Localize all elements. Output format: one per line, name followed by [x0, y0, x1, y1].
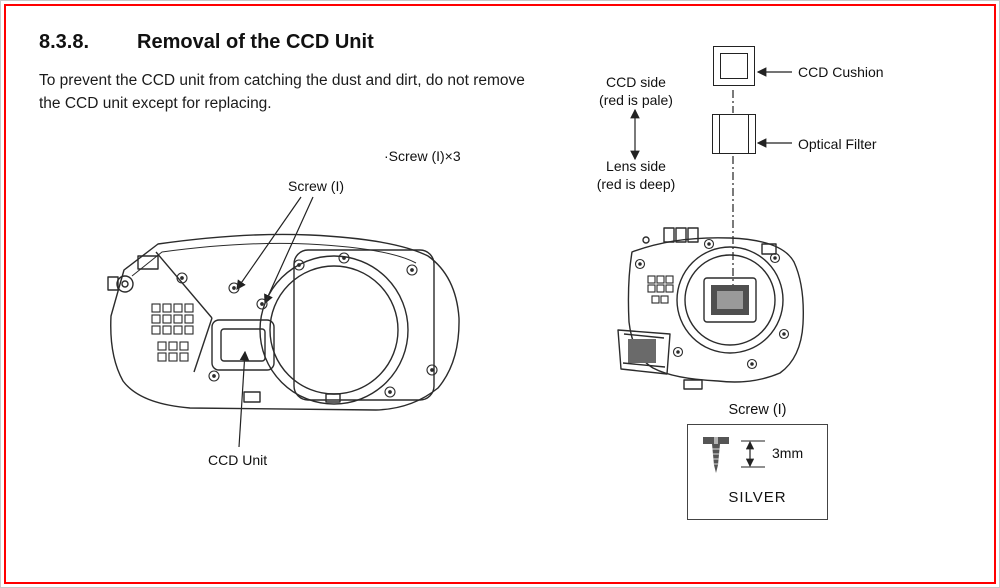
ccd-assembly-figure: [617, 227, 804, 390]
intro-text: To prevent the CCD unit from catching th…: [39, 72, 525, 113]
screw-detail-title: Screw (I): [728, 402, 787, 418]
screw-label: Screw (I): [288, 178, 344, 194]
lens-side-line2: (red is deep): [596, 175, 676, 192]
section-heading: 8.3.8. Removal of the CCD Unit: [39, 31, 374, 54]
optical-filter-drawing: [712, 114, 756, 154]
lens-barrel: [617, 329, 671, 375]
ccd-side-line1: CCD side: [606, 74, 666, 90]
ccd-aperture-frame: [703, 277, 757, 323]
ccd-unit-label: CCD Unit: [208, 452, 268, 468]
screw-dimension-label: 3mm: [772, 445, 804, 461]
screw-count-note: ·Screw (I)×3: [384, 148, 461, 164]
ccd-side-label: CCD side (red is pale): [581, 74, 691, 110]
ccd-cushion-drawing: [713, 46, 755, 86]
section-title: Removal of the CCD Unit: [137, 31, 374, 53]
screw-icon: [703, 437, 729, 473]
dimension-arrow-icon: [741, 440, 765, 468]
lens-side-label: Lens side (red is deep): [581, 158, 691, 194]
optical-filter-label: Optical Filter: [798, 136, 877, 152]
ccd-unit-plate: [211, 319, 275, 371]
connector-pad-grid: [151, 303, 194, 362]
screw-detail-box: 3mm SILVER: [687, 424, 828, 520]
section-number: 8.3.8.: [39, 31, 90, 53]
chassis-screws: [176, 252, 438, 398]
connector-pad-grid-small: [647, 275, 674, 304]
screw-finish-label: SILVER: [728, 489, 787, 506]
ccd-cushion-label: CCD Cushion: [798, 64, 884, 80]
ccd-side-line2: (red is pale): [599, 91, 673, 108]
manual-page: 8.3.8. Removal of the CCD Unit To prevent…: [4, 4, 996, 584]
lens-side-line1: Lens side: [606, 158, 666, 174]
assembly-screws: [634, 238, 790, 370]
camera-front-figure: [107, 233, 460, 411]
ccd-cushion-inner: [720, 53, 748, 79]
